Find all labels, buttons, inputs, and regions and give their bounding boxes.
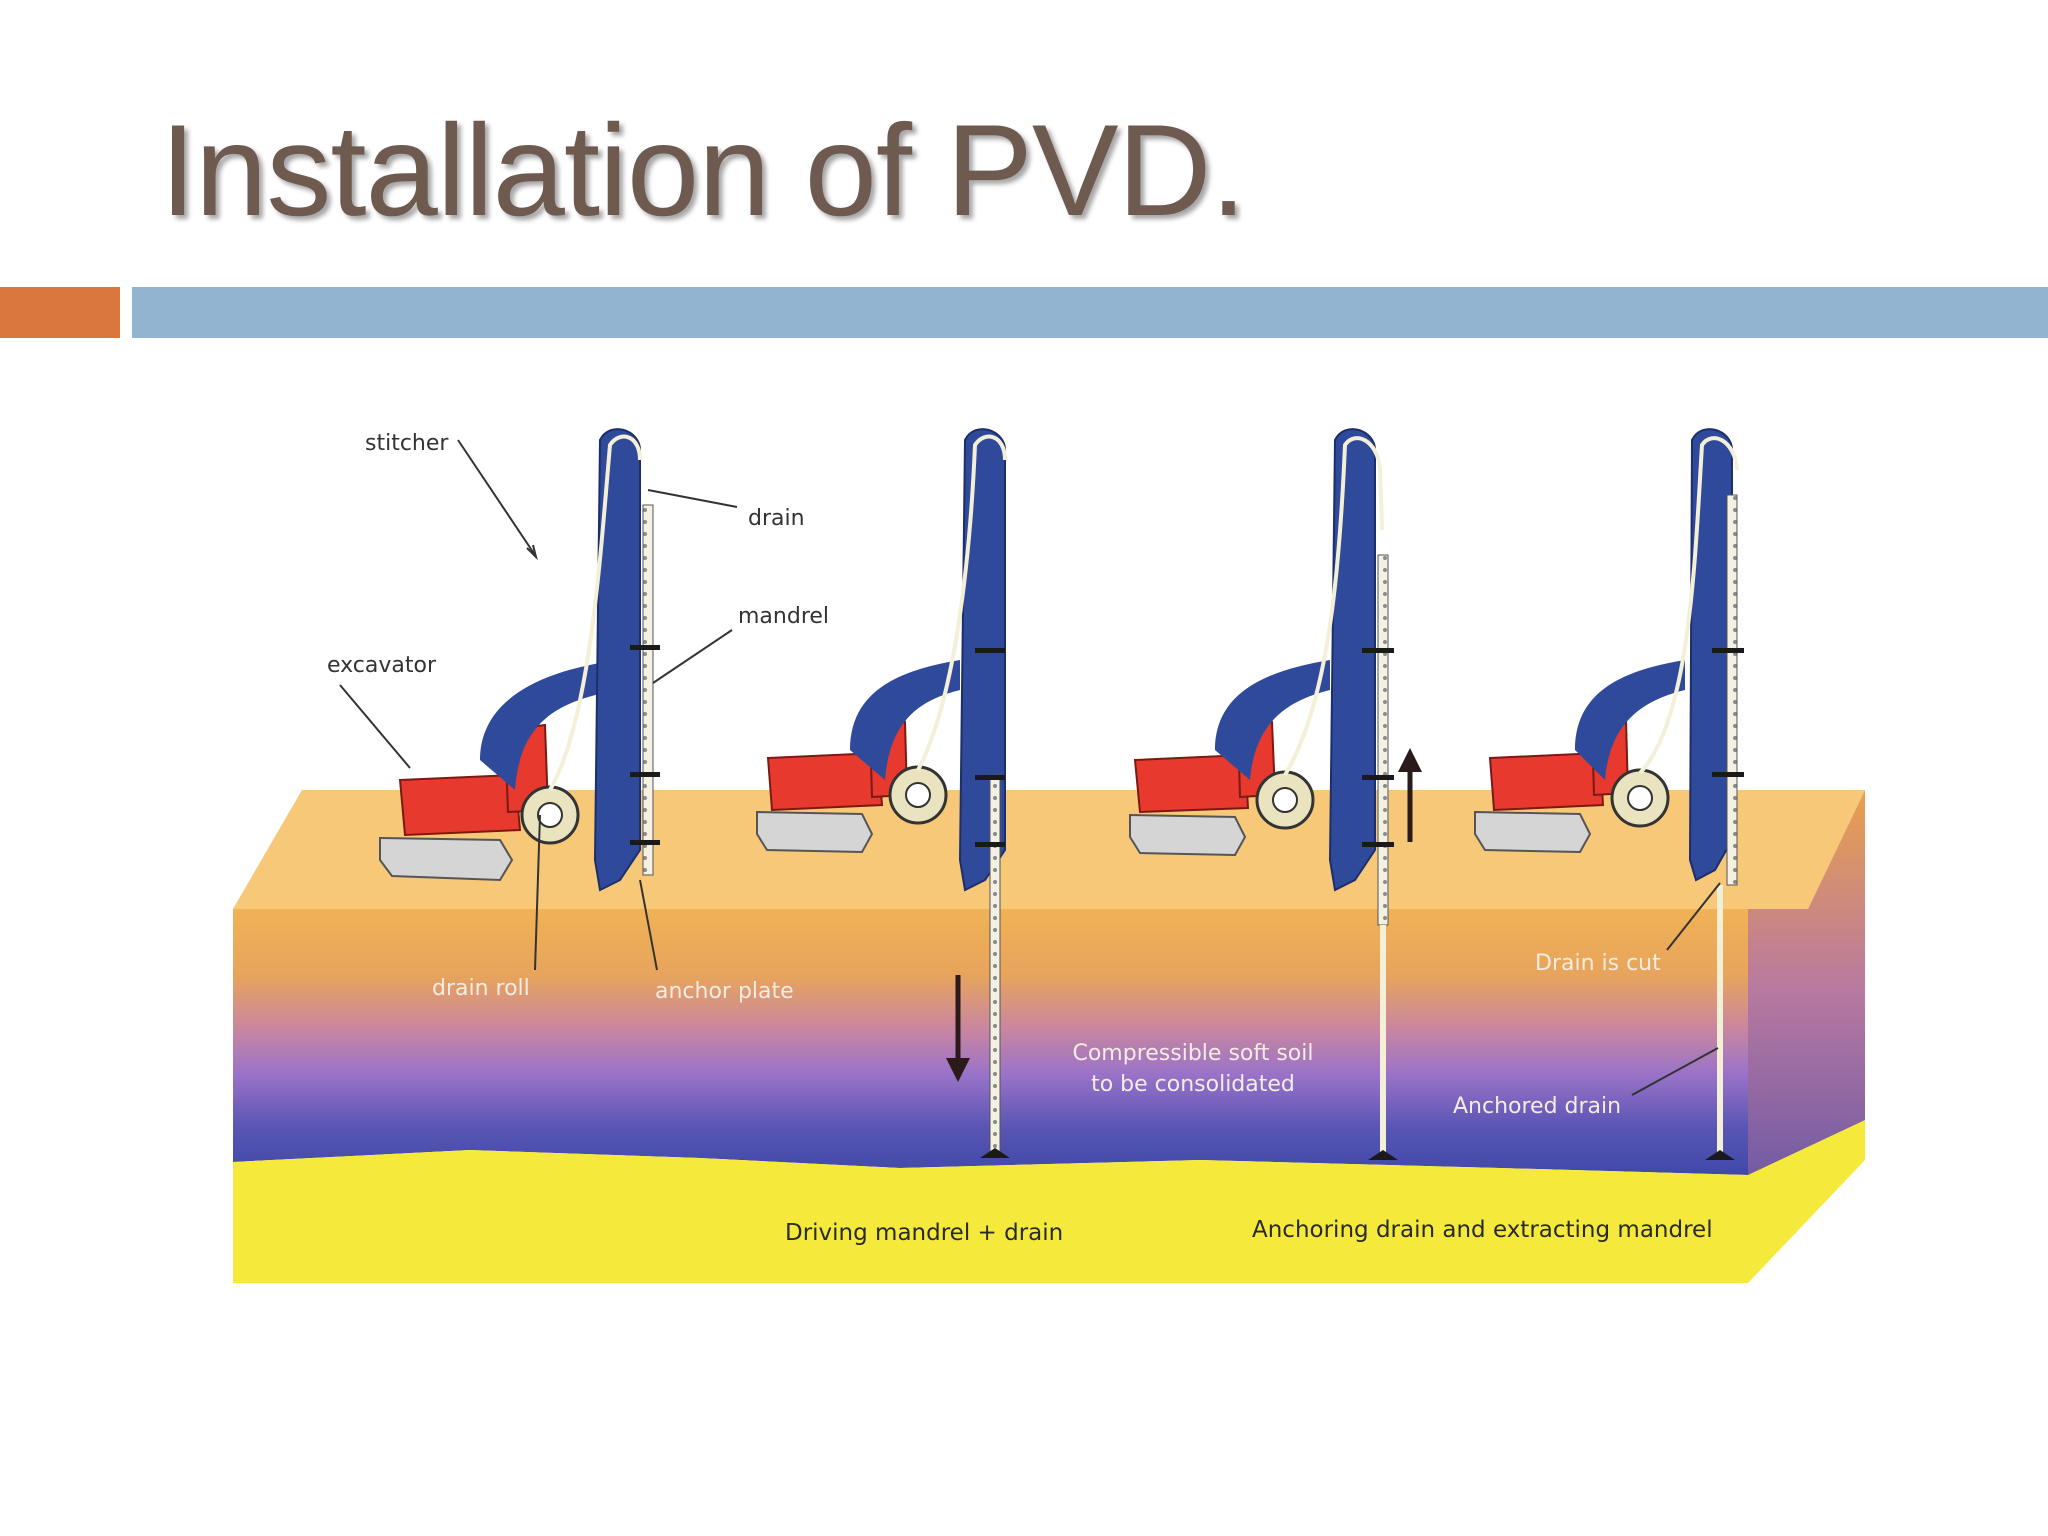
label-anchored-drain: Anchored drain — [1453, 1094, 1621, 1119]
label-soil-line1: Compressible soft soil — [1072, 1041, 1313, 1066]
leader-lines — [339, 439, 1721, 1096]
label-excavator: excavator — [327, 653, 437, 678]
label-drain: drain — [748, 506, 805, 531]
firm-bottom-layer — [233, 1120, 1865, 1283]
stitcher-rig-1 — [379, 428, 660, 892]
label-soil-line2: to be consolidated — [1091, 1072, 1295, 1097]
caption-driving: Driving mandrel + drain — [785, 1220, 1063, 1246]
stitcher-rig-2 — [756, 428, 1010, 1158]
label-drain-roll: drain roll — [432, 976, 530, 1001]
label-stitcher: stitcher — [365, 431, 449, 456]
caption-anchoring: Anchoring drain and extracting mandrel — [1252, 1217, 1713, 1243]
label-drain-is-cut: Drain is cut — [1535, 951, 1661, 976]
label-anchor-plate: anchor plate — [655, 979, 794, 1004]
accent-bar-orange — [0, 287, 120, 338]
label-mandrel: mandrel — [738, 604, 829, 629]
stitcher-rig-4 — [1474, 428, 1744, 1160]
up-arrow-icon — [1398, 748, 1422, 842]
slide-title: Installation of PVD. — [160, 97, 1247, 243]
accent-bar-blue — [132, 287, 2048, 338]
stitcher-rig-3 — [1129, 428, 1398, 1160]
down-arrow-icon — [946, 975, 970, 1082]
